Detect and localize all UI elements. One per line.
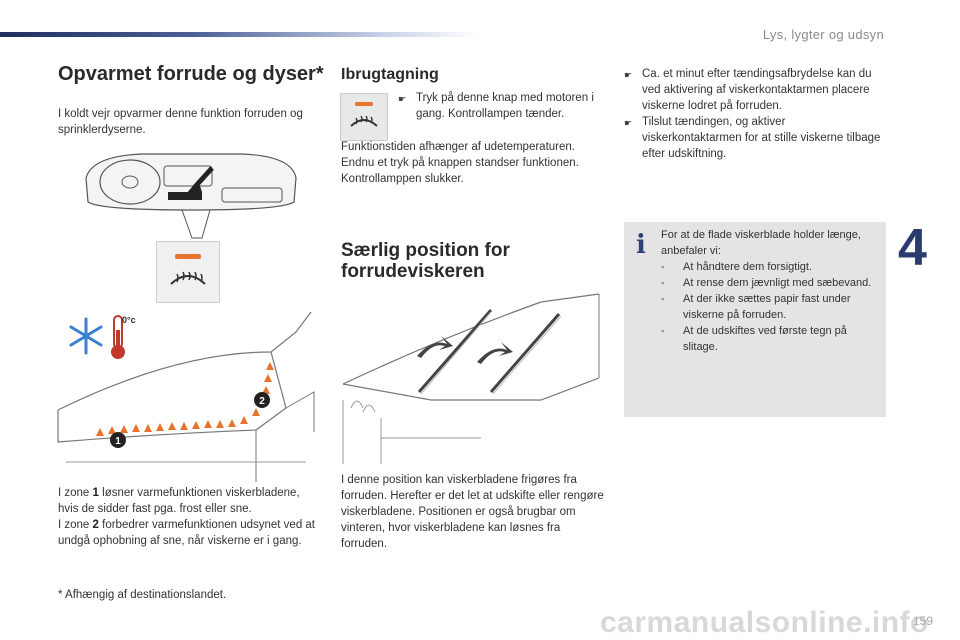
section-header: Lys, lygter og udsyn [762, 27, 884, 42]
footnote: * Afhængig af destinationslandet. [58, 589, 227, 601]
page-title: Opvarmet forrude og dyser* [58, 63, 324, 85]
zone-2-callout [254, 392, 270, 408]
section-title-special-position: Særlig position for forrudeviskeren [341, 240, 510, 282]
zone-2-callout-label: 2 [259, 396, 265, 407]
info-list-item: -At rense dem jævnligt med sæbevand. [661, 277, 872, 289]
arrow-bullet-icon: ☛ [398, 94, 407, 104]
use-bullet-text: Tryk på denne knap med motoren i gang. K… [416, 92, 594, 120]
windscreen-heat-icon [170, 254, 206, 285]
info-content: For at de flade viskerblade holder længe… [661, 227, 876, 355]
snowflake-icon [69, 317, 103, 355]
chapter-number: 4 [898, 219, 927, 277]
zone-1-callout [110, 432, 126, 448]
right-bullet-1-text: Ca. et minut efter tændingsafbrydelse ka… [642, 68, 872, 112]
defrost-button-illustration [156, 241, 220, 303]
dashboard-illustration [85, 153, 297, 239]
heated-windscreen-illustration: 1 2 [57, 312, 315, 482]
wiper-service-position-illustration [342, 293, 600, 464]
use-text: Funktionstiden afhænger af udetemperatur… [341, 141, 579, 185]
info-intro: For at de flade viskerblade holder længe… [661, 229, 861, 257]
defrost-button-small-illustration [340, 93, 388, 141]
zone-1-description: I zone 1 løsner varmefunktionen viskerbl… [58, 487, 300, 515]
special-position-text: I denne position kan viskerbladene frigø… [341, 474, 604, 550]
info-list-item: -At de udskiftes ved første tegn på slit… [661, 325, 847, 353]
zone-1-callout-label: 1 [115, 436, 121, 447]
info-icon: i [636, 230, 646, 260]
intro-text: I koldt vejr opvarmer denne funktion for… [58, 108, 303, 136]
watermark: carmanualsonline.info [600, 606, 929, 639]
info-list-item: -At der ikke sættes papir fast under vis… [661, 293, 851, 321]
section-title-use: Ibrugtagning [341, 66, 439, 83]
temperature-label: 0°c [122, 315, 136, 325]
page-number: 159 [913, 614, 934, 628]
top-gradient-bar [0, 32, 480, 37]
windscreen-heat-icon [350, 102, 378, 127]
info-list-item: -At håndtere dem forsigtigt. [661, 261, 813, 273]
info-box: i For at de flade viskerblade holder læn… [624, 222, 886, 417]
right-bullet-2-text: Tilslut tændingen, og aktiver viskerkont… [642, 116, 881, 160]
zone-2-description: I zone 2 forbedrer varmefunktionen udsyn… [58, 519, 316, 547]
right-bullet-1: ☛ Ca. et minut efter tændingsafbrydelse … [624, 66, 886, 114]
thermometer-icon [111, 315, 125, 359]
right-bullet-2: ☛ Tilslut tændingen, og aktiver viskerko… [624, 114, 886, 162]
arrow-bullet-icon: ☛ [624, 70, 633, 80]
arrow-bullet-icon: ☛ [624, 118, 633, 128]
use-bullet: ☛ Tryk på denne knap med motoren i gang.… [398, 90, 606, 122]
zones-text: I zone 1 løsner varmefunktionen viskerbl… [58, 485, 320, 549]
info-list: -At håndtere dem forsigtigt. -At rense d… [661, 259, 876, 355]
